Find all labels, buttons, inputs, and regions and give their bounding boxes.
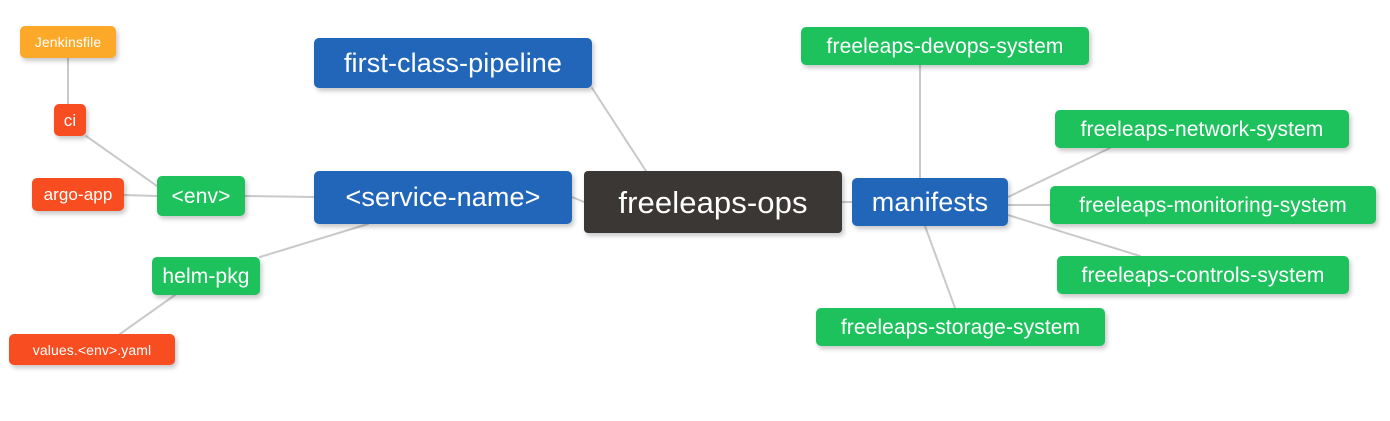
edge-manifests-to-freeleaps-network-system xyxy=(1007,147,1111,198)
edge-manifests-to-freeleaps-controls-system xyxy=(1007,214,1141,257)
node-values-env-yaml[interactable]: values.<env>.yaml xyxy=(9,334,175,365)
node-label: freeleaps-controls-system xyxy=(1081,263,1325,287)
edge-manifests-to-freeleaps-storage-system xyxy=(924,225,956,309)
edge-freeleaps-ops-to-first-class-pipeline xyxy=(591,87,647,172)
node-label: helm-pkg xyxy=(162,264,250,288)
node-service-name[interactable]: <service-name> xyxy=(314,171,572,224)
node-helm-pkg[interactable]: helm-pkg xyxy=(152,257,260,295)
node-freeleaps-storage-system[interactable]: freeleaps-storage-system xyxy=(816,308,1105,346)
node-env[interactable]: <env> xyxy=(157,176,245,216)
node-ci[interactable]: ci xyxy=(54,104,86,136)
node-label: argo-app xyxy=(43,185,113,204)
node-label: Jenkinsfile xyxy=(34,34,102,50)
node-freeleaps-devops-system[interactable]: freeleaps-devops-system xyxy=(801,27,1089,65)
node-label: freeleaps-storage-system xyxy=(840,315,1081,339)
node-freeleaps-network-system[interactable]: freeleaps-network-system xyxy=(1055,110,1349,148)
node-manifests[interactable]: manifests xyxy=(852,178,1008,226)
node-label: ci xyxy=(63,110,77,130)
node-label: manifests xyxy=(871,186,989,217)
node-freeleaps-controls-system[interactable]: freeleaps-controls-system xyxy=(1057,256,1349,294)
node-label: freeleaps-ops xyxy=(618,184,808,220)
node-freeleaps-monitoring-system[interactable]: freeleaps-monitoring-system xyxy=(1050,186,1376,224)
node-first-class-pipeline[interactable]: first-class-pipeline xyxy=(314,38,592,88)
node-label: <service-name> xyxy=(345,182,541,212)
edge-service-name-to-env xyxy=(244,195,315,198)
node-label: freeleaps-devops-system xyxy=(826,34,1064,58)
node-jenkinsfile[interactable]: Jenkinsfile xyxy=(20,26,116,58)
node-freeleaps-ops[interactable]: freeleaps-ops xyxy=(584,171,842,233)
edge-service-name-to-helm-pkg xyxy=(259,223,369,258)
node-label: <env> xyxy=(171,184,231,208)
edge-env-to-argo-app xyxy=(123,194,158,197)
node-label: values.<env>.yaml xyxy=(32,341,152,358)
node-label: first-class-pipeline xyxy=(343,47,563,78)
edge-freeleaps-ops-to-service-name xyxy=(571,196,585,203)
node-label: freeleaps-network-system xyxy=(1080,117,1324,141)
edge-helm-pkg-to-values-env-yaml xyxy=(119,294,176,335)
node-argo-app[interactable]: argo-app xyxy=(32,178,124,211)
node-label: freeleaps-monitoring-system xyxy=(1079,193,1347,217)
edge-env-to-ci xyxy=(85,135,158,187)
